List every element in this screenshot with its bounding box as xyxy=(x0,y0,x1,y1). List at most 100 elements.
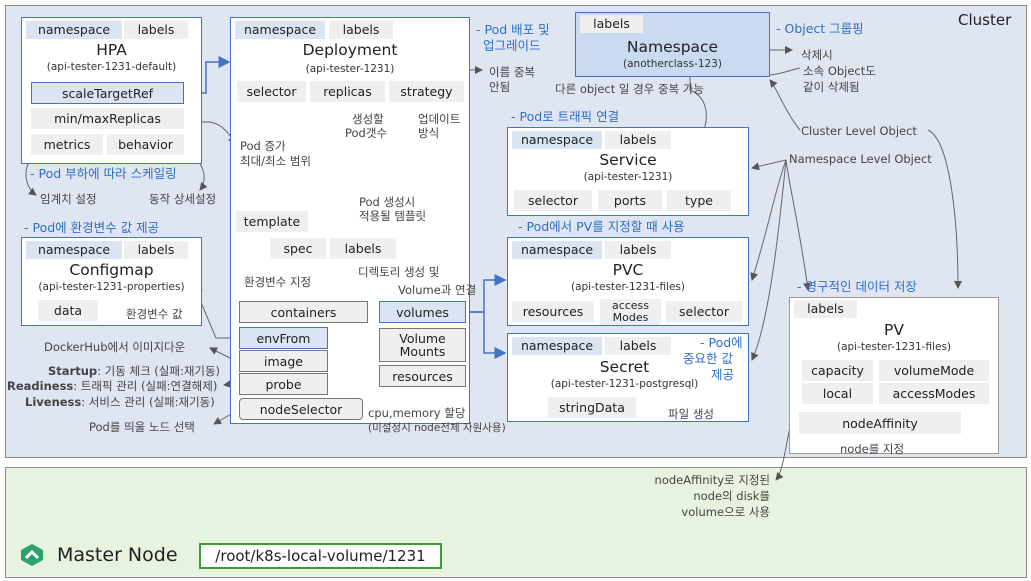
hpa-namespace-header: namespace xyxy=(26,21,122,39)
configmap-title: Configmap xyxy=(69,261,154,279)
deployment-containers[interactable]: containers xyxy=(239,301,368,323)
configmap-data[interactable]: data xyxy=(38,300,98,321)
pvc-title: PVC xyxy=(612,261,644,279)
deployment-namespace-header: namespace xyxy=(235,21,325,39)
master-node-path: /root/k8s-local-volume/1231 xyxy=(199,543,442,569)
cpu-note-line2: (미설정시 node전체 자원사용) xyxy=(368,422,506,434)
service-title: Service xyxy=(599,151,657,169)
deployment-volume-mounts[interactable]: Volume Mounts xyxy=(379,328,466,362)
deployment-selector[interactable]: selector xyxy=(237,81,306,102)
pv-volume-mode[interactable]: volumeMode xyxy=(879,360,989,381)
pvc-access-line1: access xyxy=(611,299,650,312)
template-note-line1: Pod 생성시 xyxy=(359,195,416,209)
hpa-labels-header: labels xyxy=(124,21,188,39)
pv-section-note: - 영구적인 데이터 저장 xyxy=(797,279,917,294)
pvc-labels-header: labels xyxy=(605,241,671,259)
namespace-labels-header: labels xyxy=(580,15,643,33)
startup-label: Startup xyxy=(48,364,98,378)
pv-subtitle: (api-tester-1231-files) xyxy=(836,341,952,353)
pvc-namespace-header: namespace xyxy=(512,241,602,259)
hpa-scale-target-ref[interactable]: scaleTargetRef xyxy=(31,82,184,104)
pvc-resources[interactable]: resources xyxy=(512,301,594,322)
deployment-strategy[interactable]: strategy xyxy=(389,81,464,102)
node-selector-note: Pod를 띄울 노드 선택 xyxy=(89,420,195,434)
pv-affinity-note-line3: volume으로 사용 xyxy=(681,505,770,519)
secret-file-note: 파일 생성 xyxy=(668,407,714,421)
delete-note-line3: 같이 삭제됨 xyxy=(803,80,860,94)
deployment-image[interactable]: image xyxy=(239,350,328,372)
master-node-area xyxy=(5,467,1027,578)
secret-subtitle: (api-tester-1231-postgresql) xyxy=(550,378,699,390)
delete-note-line1: 삭제시 xyxy=(801,48,833,62)
pvc-section-note: - Pod에서 PV를 지정할 때 사용 xyxy=(518,219,685,234)
secret-namespace-header: namespace xyxy=(512,337,602,355)
readiness-label: Readiness xyxy=(7,379,74,393)
hpa-behavior[interactable]: behavior xyxy=(107,134,184,155)
deployment-subtitle: (api-tester-1231) xyxy=(305,63,395,75)
service-labels-header: labels xyxy=(605,131,671,149)
name-dup-line1: 이름 중복 xyxy=(489,65,535,79)
configmap-namespace-header: namespace xyxy=(26,241,122,259)
pv-local[interactable]: local xyxy=(802,383,873,404)
group-section-note: - Object 그룹핑 xyxy=(776,21,864,36)
deployment-spec-labels[interactable]: labels xyxy=(330,238,396,259)
deployment-replicas[interactable]: replicas xyxy=(310,81,385,102)
hpa-subtitle: (api-tester-1231-default) xyxy=(46,61,177,73)
namespace-note: 다른 object 일 경우 중복 가능 xyxy=(555,82,704,96)
deployment-node-selector[interactable]: nodeSelector xyxy=(239,398,363,420)
hpa-min-max-replicas[interactable]: min/maxReplicas xyxy=(31,108,184,129)
hpa-title: HPA xyxy=(96,41,127,59)
secret-section-line1: - Pod에 xyxy=(700,335,743,350)
pv-access-modes[interactable]: accessModes xyxy=(879,383,989,404)
startup-text: : 기동 체크 (실패:재기동) xyxy=(97,364,221,378)
name-dup-line2: 안됨 xyxy=(489,80,511,94)
strategy-note-line1: 업데이트 xyxy=(418,112,461,126)
secret-title: Secret xyxy=(599,358,650,376)
deployment-spec[interactable]: spec xyxy=(270,238,326,259)
template-note-line2: 적용될 템플릿 xyxy=(359,209,427,223)
hpa-behavior-note: 동작 상세설정 xyxy=(149,192,217,206)
configmap-section-note: - Pod에 환경변수 값 제공 xyxy=(24,220,160,235)
dir-note-line1: 디렉토리 생성 및 xyxy=(358,265,440,279)
secret-section-line2: 중요한 값 xyxy=(683,351,733,366)
replicas-note-line2: Pod갯수 xyxy=(345,126,388,140)
pv-labels-header: labels xyxy=(794,300,857,318)
pvc-subtitle: (api-tester-1231-files) xyxy=(570,281,686,293)
hpa-threshold-note: 임계치 설정 xyxy=(40,192,97,206)
service-selector[interactable]: selector xyxy=(514,190,592,211)
pv-node-affinity[interactable]: nodeAffinity xyxy=(799,412,961,434)
pod-range-note-line2: 최대/최소 범위 xyxy=(240,154,312,168)
deployment-resources[interactable]: resources xyxy=(379,365,466,387)
service-type[interactable]: type xyxy=(667,190,731,211)
deployment-probe[interactable]: probe xyxy=(239,373,328,395)
docker-note: DockerHub에서 이미지다운 xyxy=(44,340,186,354)
deployment-template[interactable]: template xyxy=(236,211,308,232)
pv-affinity-note-line2: node의 disk를 xyxy=(693,489,770,503)
service-ports[interactable]: ports xyxy=(598,190,662,211)
namespace-subtitle: (anotherclass-123) xyxy=(623,58,722,70)
service-namespace-header: namespace xyxy=(512,131,602,149)
pvc-access-modes[interactable]: access Modes xyxy=(600,299,661,325)
hpa-metrics[interactable]: metrics xyxy=(31,134,103,155)
startup-note: Startup: 기동 체크 (실패:재기동) xyxy=(48,364,220,378)
secret-labels-header: labels xyxy=(605,337,671,355)
secret-string-data[interactable]: stringData xyxy=(548,397,636,418)
readiness-note: Readiness: 트래픽 관리 (실패:연결해제) xyxy=(7,379,217,393)
cluster-level-note: Cluster Level Object xyxy=(801,124,917,138)
master-node-title: Master Node xyxy=(57,544,178,566)
configmap-data-note: 환경변수 값 xyxy=(126,307,183,321)
liveness-note: Liveness: 서비스 관리 (실패:재기동) xyxy=(25,395,215,409)
replicas-note-line1: 생성할 xyxy=(352,112,384,126)
pvc-selector[interactable]: selector xyxy=(666,301,742,322)
deployment-section-line2: 업그레이드 xyxy=(483,38,541,53)
configmap-subtitle: (api-tester-1231-properties) xyxy=(38,281,185,293)
deployment-labels-header: labels xyxy=(329,21,393,39)
delete-note-line2: 소속 Object도 xyxy=(803,64,876,78)
cpu-note-line1: cpu,memory 할당 xyxy=(368,406,466,420)
configmap-labels-header: labels xyxy=(124,241,188,259)
pv-capacity[interactable]: capacity xyxy=(802,360,873,381)
pod-range-note-line1: Pod 증가 xyxy=(240,139,286,153)
namespace-title: Namespace xyxy=(626,38,719,56)
deployment-envfrom[interactable]: envFrom xyxy=(239,327,328,349)
deployment-volumes[interactable]: volumes xyxy=(379,301,466,323)
